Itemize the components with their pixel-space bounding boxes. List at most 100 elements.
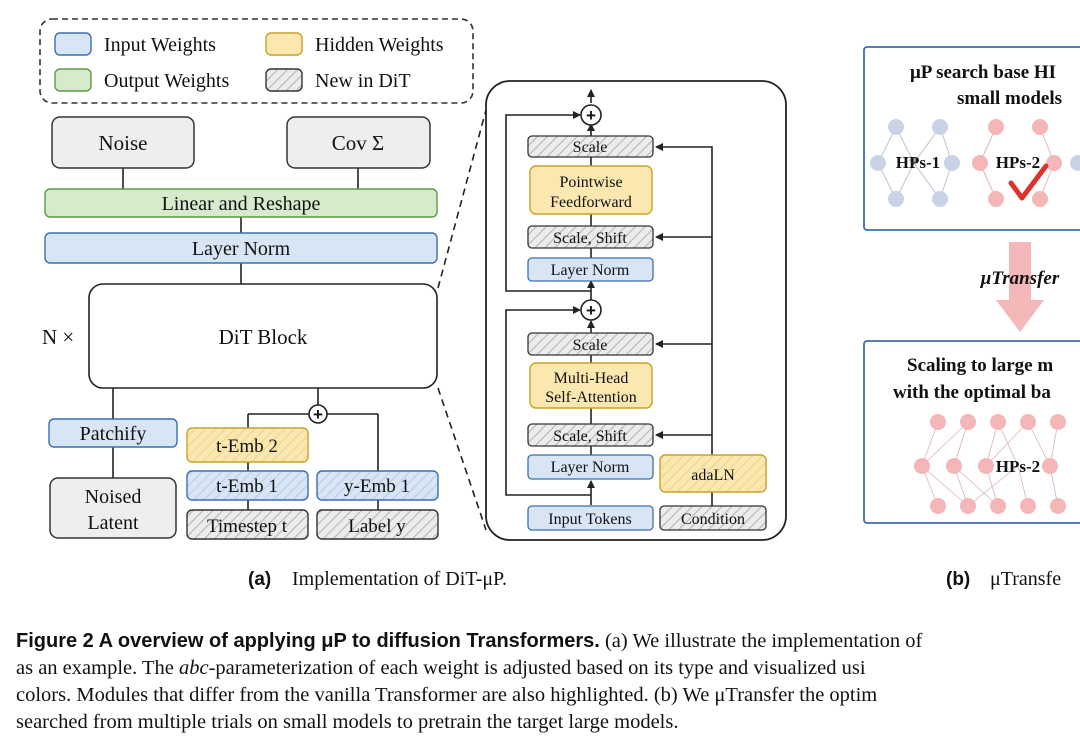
check-icon (1008, 163, 1049, 201)
y-emb1-box (316, 470, 439, 501)
n-times-label: N × (42, 325, 74, 349)
y-emb1-label: y-Emb 1 (344, 476, 410, 497)
scale-shift-top-label: Scale, Shift (553, 230, 627, 247)
block-mid-plus-node (580, 299, 602, 321)
caption-line-1-text: (a) We illustrate the implementation of (599, 630, 923, 652)
legend-new-label: New in DiT (315, 70, 411, 92)
dit-block-box (88, 283, 438, 389)
layer-norm-label: Layer Norm (192, 238, 291, 260)
label-y-box (316, 509, 439, 540)
figure-canvas: Input Weights Hidden Weights Output Weig… (39, 18, 1080, 590)
dit-block-label: DiT Block (219, 325, 308, 349)
search-title-1: μP search base HI (910, 62, 1056, 83)
mutransfer-panel: μP search base HI small models HPs-1 (863, 46, 1080, 524)
scale-mid-label: Scale (573, 337, 608, 354)
noised-label: Noised (85, 486, 142, 508)
timestep-box (186, 509, 309, 540)
linear-reshape-label: Linear and Reshape (162, 193, 321, 215)
scale-top-box (527, 135, 654, 158)
condition-label: Condition (681, 511, 745, 528)
mhsa-box (529, 362, 653, 409)
layer-norm-bottom-label: Layer Norm (551, 459, 630, 476)
multi-head-label: Multi-Head (554, 370, 629, 387)
noise-box (51, 116, 195, 169)
self-attention-label: Self-Attention (545, 389, 637, 406)
subcaption-b-label: (b) (946, 569, 970, 590)
legend-new-swatch (265, 68, 303, 92)
legend: Input Weights Hidden Weights Output Weig… (39, 18, 474, 104)
left-plus-label: + (313, 405, 323, 424)
noised-latent-box (49, 477, 177, 539)
noise-label: Noise (99, 131, 148, 155)
layer-norm-box (44, 232, 438, 264)
legend-hidden-swatch (265, 32, 303, 56)
left-architecture: Noise Cov Σ Linear and Reshape Layer Nor… (42, 116, 439, 540)
small-network-1 (870, 119, 960, 207)
search-title-2: small models (957, 88, 1062, 109)
scaling-title-2: with the optimal ba (893, 382, 1051, 403)
layer-norm-top-label: Layer Norm (551, 262, 630, 279)
zoom-line-bottom (437, 387, 487, 531)
dit-block-detail: + + Scale Pointwise Feedforward Scale, S… (485, 80, 787, 541)
condition-box (659, 505, 767, 531)
subcaption-a-label: (a) (248, 569, 271, 590)
caption-line-4: searched from multiple trials on small m… (16, 711, 679, 733)
t-emb1-label: t-Emb 1 (216, 476, 278, 497)
pointwise-label: Pointwise (559, 174, 622, 191)
linear-reshape-box (44, 188, 438, 218)
caption-line-2c: -parameterization of each weight is adju… (208, 657, 866, 679)
transfer-label: μTransfer (980, 268, 1060, 289)
scale-shift-bottom-label: Scale, Shift (553, 428, 627, 445)
legend-hidden-label: Hidden Weights (315, 34, 444, 56)
legend-input-label: Input Weights (104, 34, 216, 56)
patchify-label: Patchify (80, 423, 147, 445)
latent-label: Latent (87, 512, 139, 534)
legend-output-label: Output Weights (104, 70, 229, 92)
pointwise-ff-box (529, 165, 653, 215)
caption-line-1: Figure 2 A overview of applying μP to di… (16, 628, 1080, 655)
subcaption-a-text: Implementation of DiT-μP. (292, 568, 507, 590)
scaling-title-1: Scaling to large m (907, 355, 1053, 376)
scale-shift-top-box (527, 225, 654, 249)
hps2-label: HPs-2 (996, 153, 1040, 172)
caption-line-2a: as an example. The (16, 657, 179, 679)
small-network-2 (972, 119, 1080, 207)
hps1-label: HPs-1 (896, 153, 940, 172)
block-top-plus-node (580, 104, 602, 126)
zoom-line-top (437, 109, 487, 289)
figure-caption: Figure 2 A overview of applying μP to di… (16, 628, 1080, 736)
large-network (914, 414, 1066, 514)
caption-line-3: colors. Modules that differ from the van… (16, 684, 878, 706)
layer-norm-top-box (527, 257, 654, 282)
legend-input-swatch (54, 32, 92, 56)
scale-top-label: Scale (573, 139, 608, 156)
t-emb2-box (186, 427, 309, 463)
subcaption-b-text: μTransfe (990, 568, 1061, 590)
legend-output-swatch (54, 68, 92, 92)
caption-line-2b: abc (179, 657, 209, 679)
input-tokens-box (527, 505, 654, 531)
left-plus-node (308, 404, 328, 424)
block-top-plus-label: + (586, 106, 596, 125)
label-y-label: Label y (348, 516, 406, 537)
t-emb2-label: t-Emb 2 (216, 436, 278, 457)
caption-line-2: as an example. The abc-parameterization … (16, 655, 1080, 682)
input-tokens-label: Input Tokens (548, 511, 631, 528)
layer-norm-bottom-box (527, 454, 654, 480)
cov-label: Cov Σ (332, 131, 384, 155)
patchify-box (48, 418, 178, 448)
block-mid-plus-label: + (586, 301, 596, 320)
transfer-arrow-icon (996, 242, 1044, 332)
scaling-box (863, 340, 1080, 524)
feedforward-label: Feedforward (550, 194, 632, 211)
scale-mid-box (527, 332, 654, 356)
search-box (863, 46, 1080, 231)
adaln-box (659, 454, 767, 493)
timestep-label: Timestep t (207, 516, 288, 537)
hps2-large-label: HPs-2 (996, 457, 1040, 476)
scale-shift-bottom-box (527, 423, 654, 447)
caption-figure-label: Figure 2 A overview of applying μP to di… (16, 630, 600, 652)
adaln-label: adaLN (691, 467, 735, 484)
t-emb1-box (186, 470, 309, 501)
cov-box (286, 116, 431, 169)
